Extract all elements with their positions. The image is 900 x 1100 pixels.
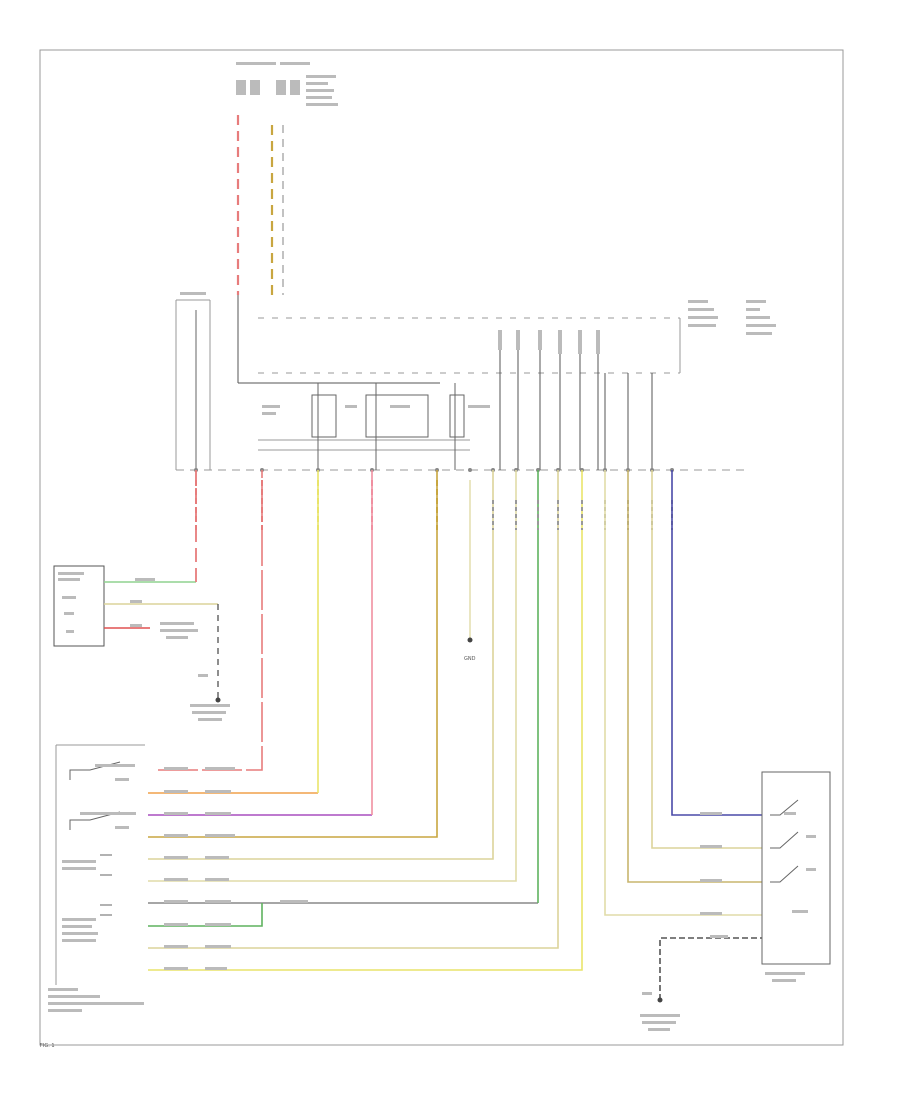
wire-dark-r4 <box>659 937 762 1000</box>
ground-point-seat <box>215 697 221 703</box>
wire-tan-r1 <box>651 470 762 849</box>
wire-yellow-10 <box>148 470 583 971</box>
wire-beige-5 <box>148 470 494 860</box>
right-harness <box>604 470 762 1000</box>
ground-label: GND <box>464 656 476 662</box>
wire-green-8 <box>148 903 263 927</box>
seat-labels <box>130 578 230 721</box>
wire-label-blocks <box>164 767 728 970</box>
bottom-module-switches <box>69 761 121 916</box>
footer-label: FIG. 1 <box>40 1043 55 1049</box>
module-feeds <box>499 330 653 470</box>
steering-switch-component <box>761 771 831 982</box>
seat-switch-component <box>53 565 105 647</box>
ground-point-right <box>657 997 663 1003</box>
wire-tan-9 <box>148 470 559 949</box>
wire-blue <box>671 470 762 816</box>
wire-red-1 <box>158 470 263 771</box>
ground-point-center <box>467 637 473 643</box>
diagram-frame <box>39 49 844 1046</box>
wire-tan-r2 <box>627 470 762 883</box>
wire-beige-6 <box>148 470 517 882</box>
right-ground-labels <box>640 992 680 1031</box>
connector-drops <box>195 480 673 640</box>
wire-tan-4 <box>148 470 438 838</box>
top-harness <box>236 62 440 384</box>
module-label-stubs <box>180 292 776 415</box>
module-boundary <box>175 299 745 471</box>
bottom-module-labels <box>48 764 144 1012</box>
internal-components <box>195 310 465 470</box>
